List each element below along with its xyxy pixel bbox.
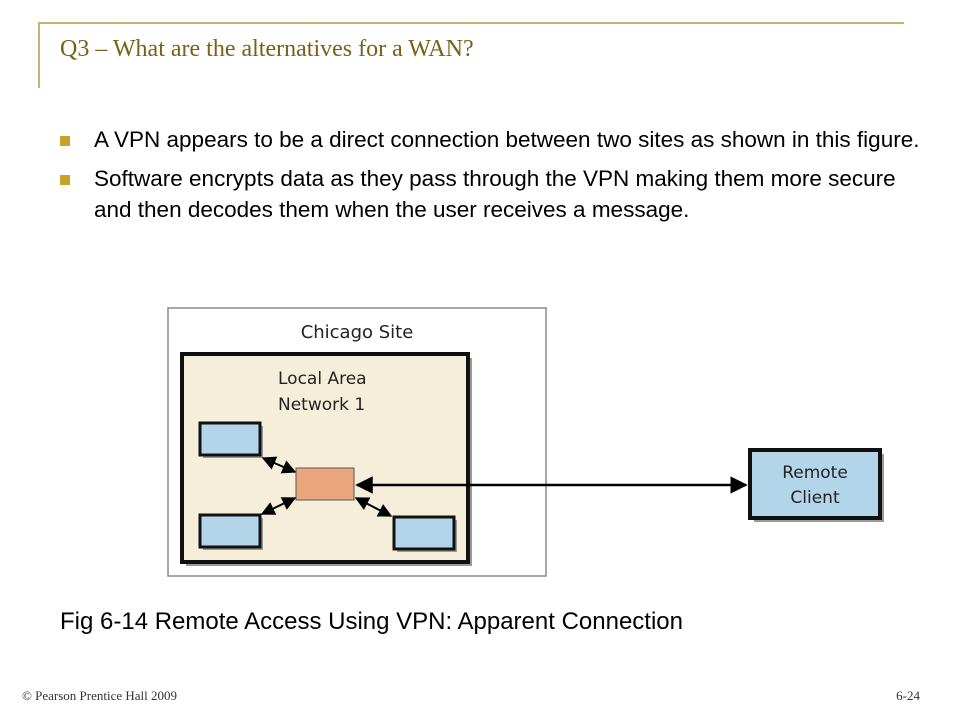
bullet-text: Software encrypts data as they pass thro…: [94, 166, 896, 222]
bullet-text: A VPN appears to be a direct connection …: [94, 127, 920, 152]
remote-client-box: [748, 448, 882, 520]
bullet-list: A VPN appears to be a direct connection …: [60, 124, 920, 233]
link-top-left: [261, 456, 297, 474]
chicago-site-label: Chicago Site: [301, 322, 414, 343]
vpn-diagram: Chicago Site Local Area Network 1 Remote…: [167, 307, 884, 577]
frame-top-rule: [38, 22, 904, 24]
square-bullet-icon: [60, 175, 70, 185]
computer-top-left: [198, 421, 262, 457]
lan-label-line1: Local Area: [278, 369, 367, 389]
frame-left-rule: [38, 22, 40, 88]
slide-title: Q3 – What are the alternatives for a WAN…: [60, 36, 474, 62]
remote-client-label-line2: Client: [790, 488, 840, 508]
bullet-item: A VPN appears to be a direct connection …: [60, 124, 920, 155]
vpn-router: [295, 467, 355, 501]
lan-label-line2: Network 1: [278, 395, 365, 415]
computer-bottom-right: [392, 515, 456, 551]
remote-client-label-line1: Remote: [782, 463, 848, 483]
copyright-footer: © Pearson Prentice Hall 2009: [22, 688, 178, 703]
figure-caption: Fig 6-14 Remote Access Using VPN: Appare…: [60, 608, 683, 635]
square-bullet-icon: [60, 136, 70, 146]
link-bottom-right: [354, 497, 393, 517]
page-number: 6-24: [896, 688, 920, 703]
link-bottom-left: [260, 497, 297, 515]
bullet-item: Software encrypts data as they pass thro…: [60, 163, 920, 225]
computer-bottom-left: [198, 513, 262, 549]
